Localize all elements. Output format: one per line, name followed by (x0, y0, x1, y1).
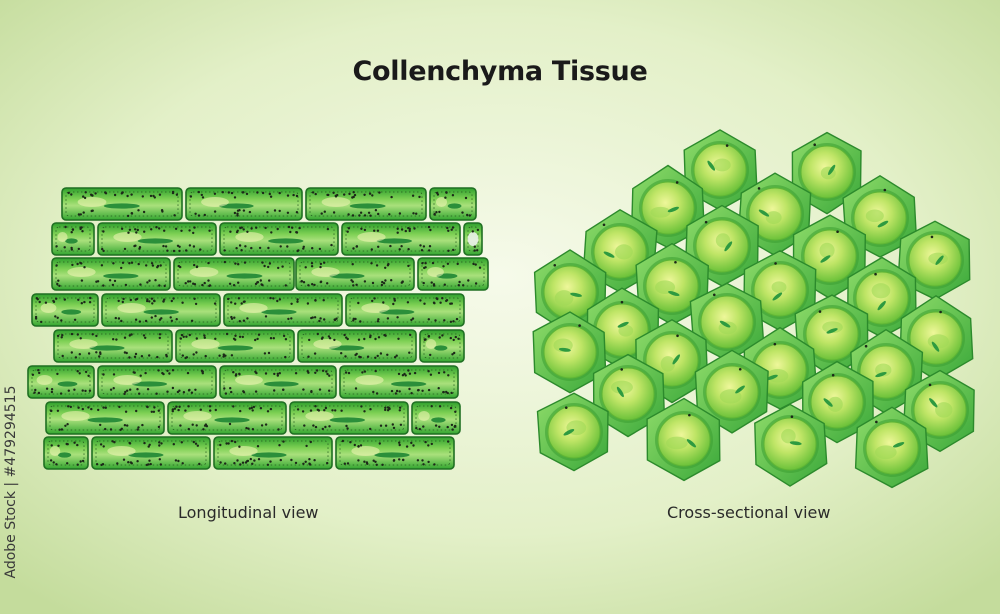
longitudinal-cell (28, 366, 94, 398)
longitudinal-cell (298, 330, 416, 362)
longitudinal-cell (98, 223, 216, 255)
longitudinal-cell (98, 366, 216, 398)
longitudinal-cell (420, 330, 464, 362)
longitudinal-cell (224, 294, 342, 326)
longitudinal-cell (168, 402, 286, 434)
longitudinal-cell (296, 258, 414, 290)
longitudinal-cell (54, 330, 172, 362)
longitudinal-cell (214, 437, 332, 469)
longitudinal-cell (62, 188, 182, 220)
longitudinal-cell (464, 223, 482, 255)
longitudinal-cell (220, 223, 338, 255)
longitudinal-cell (430, 188, 476, 220)
longitudinal-cell (346, 294, 464, 326)
longitudinal-cell (44, 437, 88, 469)
longitudinal-cell (52, 258, 170, 290)
longitudinal-cell (342, 223, 460, 255)
longitudinal-cell (52, 223, 94, 255)
longitudinal-cell (340, 366, 458, 398)
longitudinal-cell (102, 294, 220, 326)
longitudinal-cell (92, 437, 210, 469)
longitudinal-cell (174, 258, 294, 290)
longitudinal-cell (418, 258, 488, 290)
longitudinal-cell (220, 366, 336, 398)
cross-sectional-view-caption: Cross-sectional view (667, 503, 830, 522)
longitudinal-cell (306, 188, 426, 220)
longitudinal-cell (336, 437, 454, 469)
longitudinal-cell (186, 188, 302, 220)
diagram-title: Collenchyma Tissue (0, 56, 1000, 87)
longitudinal-view-caption: Longitudinal view (178, 503, 319, 522)
longitudinal-cell (46, 402, 164, 434)
longitudinal-cell (290, 402, 408, 434)
longitudinal-cell (176, 330, 294, 362)
longitudinal-cell (32, 294, 98, 326)
stock-watermark-text: Adobe Stock | #479294515 (3, 386, 19, 579)
stock-watermark: Adobe Stock | #479294515 (2, 372, 20, 592)
longitudinal-cell (412, 402, 460, 434)
